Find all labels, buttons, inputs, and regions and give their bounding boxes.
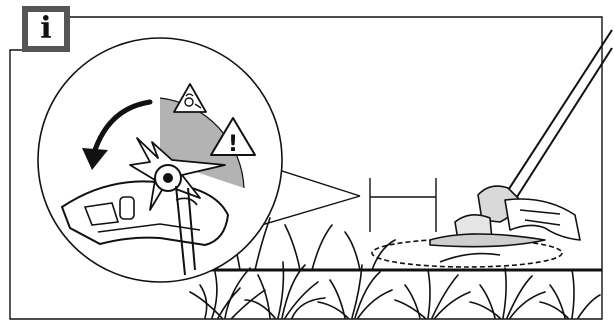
distance-marker-icon	[370, 178, 436, 232]
trimmer-cutting-head-icon	[430, 30, 612, 262]
magnified-cutting-head-icon	[38, 38, 282, 282]
warning-glyph: !	[228, 132, 238, 157]
info-icon: i	[22, 6, 70, 52]
info-glyph: i	[28, 12, 64, 46]
